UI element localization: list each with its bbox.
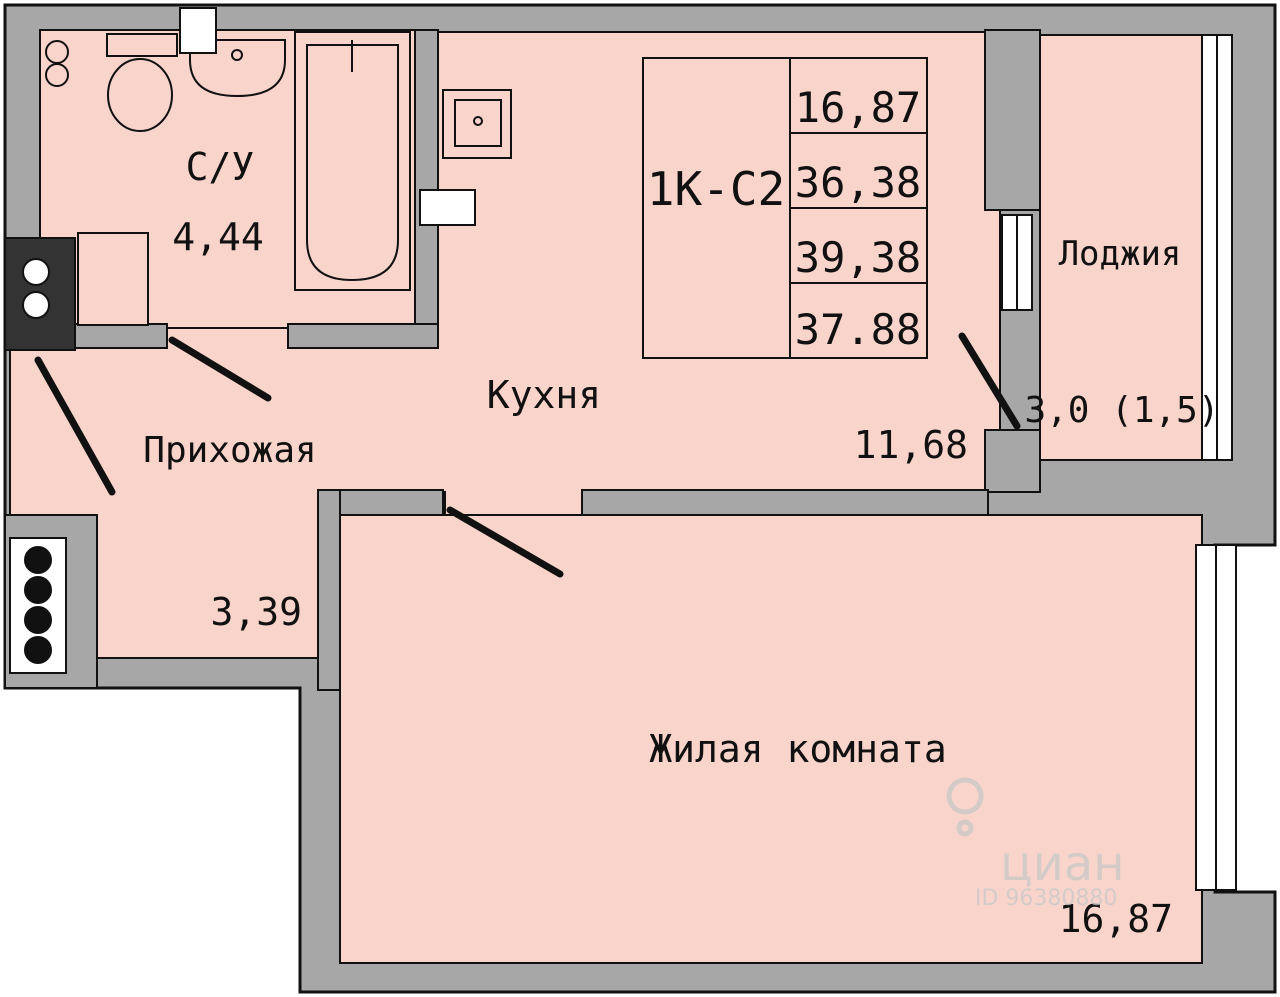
watermark-id: ID 96380880	[975, 886, 1117, 911]
watermark: циан ID 96380880	[946, 777, 1125, 911]
bath-door	[168, 336, 272, 402]
kitchen-sink-icon	[442, 89, 512, 159]
location-pin-icon	[946, 777, 984, 837]
riser-pipe-icon	[45, 7, 217, 87]
bathtub-icon	[294, 31, 411, 291]
bathroom-area: 4,44	[172, 215, 264, 259]
hall-cabinet-icon	[9, 537, 67, 674]
summary-area-3: 39,38	[795, 233, 921, 282]
loggia-area: 3,0 (1,5)	[1024, 390, 1219, 431]
radiator-icon	[419, 189, 476, 226]
living-area: 16,87	[1059, 897, 1173, 941]
toilet-icon	[106, 33, 178, 132]
bathroom-name: С/У	[186, 145, 255, 189]
washing-machine-icon	[77, 232, 149, 326]
living-name: Жилая комната	[649, 727, 946, 771]
windows	[1001, 34, 1237, 891]
loggia-floor	[1039, 34, 1203, 461]
bath-bottom-wall-left	[74, 323, 168, 349]
bath-bottom-wall	[287, 323, 439, 349]
kitchen-loggia-wall-low	[984, 429, 1041, 493]
area-summary-table	[642, 57, 928, 359]
entry-door	[34, 356, 116, 496]
loggia-door	[958, 332, 1021, 430]
hallway-name: Прихожая	[143, 430, 316, 471]
living-door	[446, 506, 564, 578]
doors	[34, 332, 1021, 578]
summary-area-4: 37.88	[795, 305, 921, 354]
loggia-name: Лоджия	[1059, 234, 1182, 274]
stove-icon	[4, 237, 76, 351]
labels: 1К-С2 16,87 36,38 39,38 37.88 С/У 4,44 К…	[143, 83, 1219, 941]
kitchen-loggia-wall	[984, 29, 1041, 211]
summary-area-2: 36,38	[795, 158, 921, 207]
hall-living-wall-v	[317, 489, 341, 691]
summary-area-1: 16,87	[795, 83, 921, 132]
plan-type-label: 1К-С2	[647, 162, 785, 216]
kitchen-name: Кухня	[487, 373, 601, 417]
hallway-area: 3,39	[210, 590, 302, 634]
kitchen-living-wall	[581, 489, 989, 516]
fixtures	[4, 7, 512, 674]
watermark-brand: циан	[1000, 836, 1125, 892]
kitchen-area: 11,68	[854, 423, 968, 467]
